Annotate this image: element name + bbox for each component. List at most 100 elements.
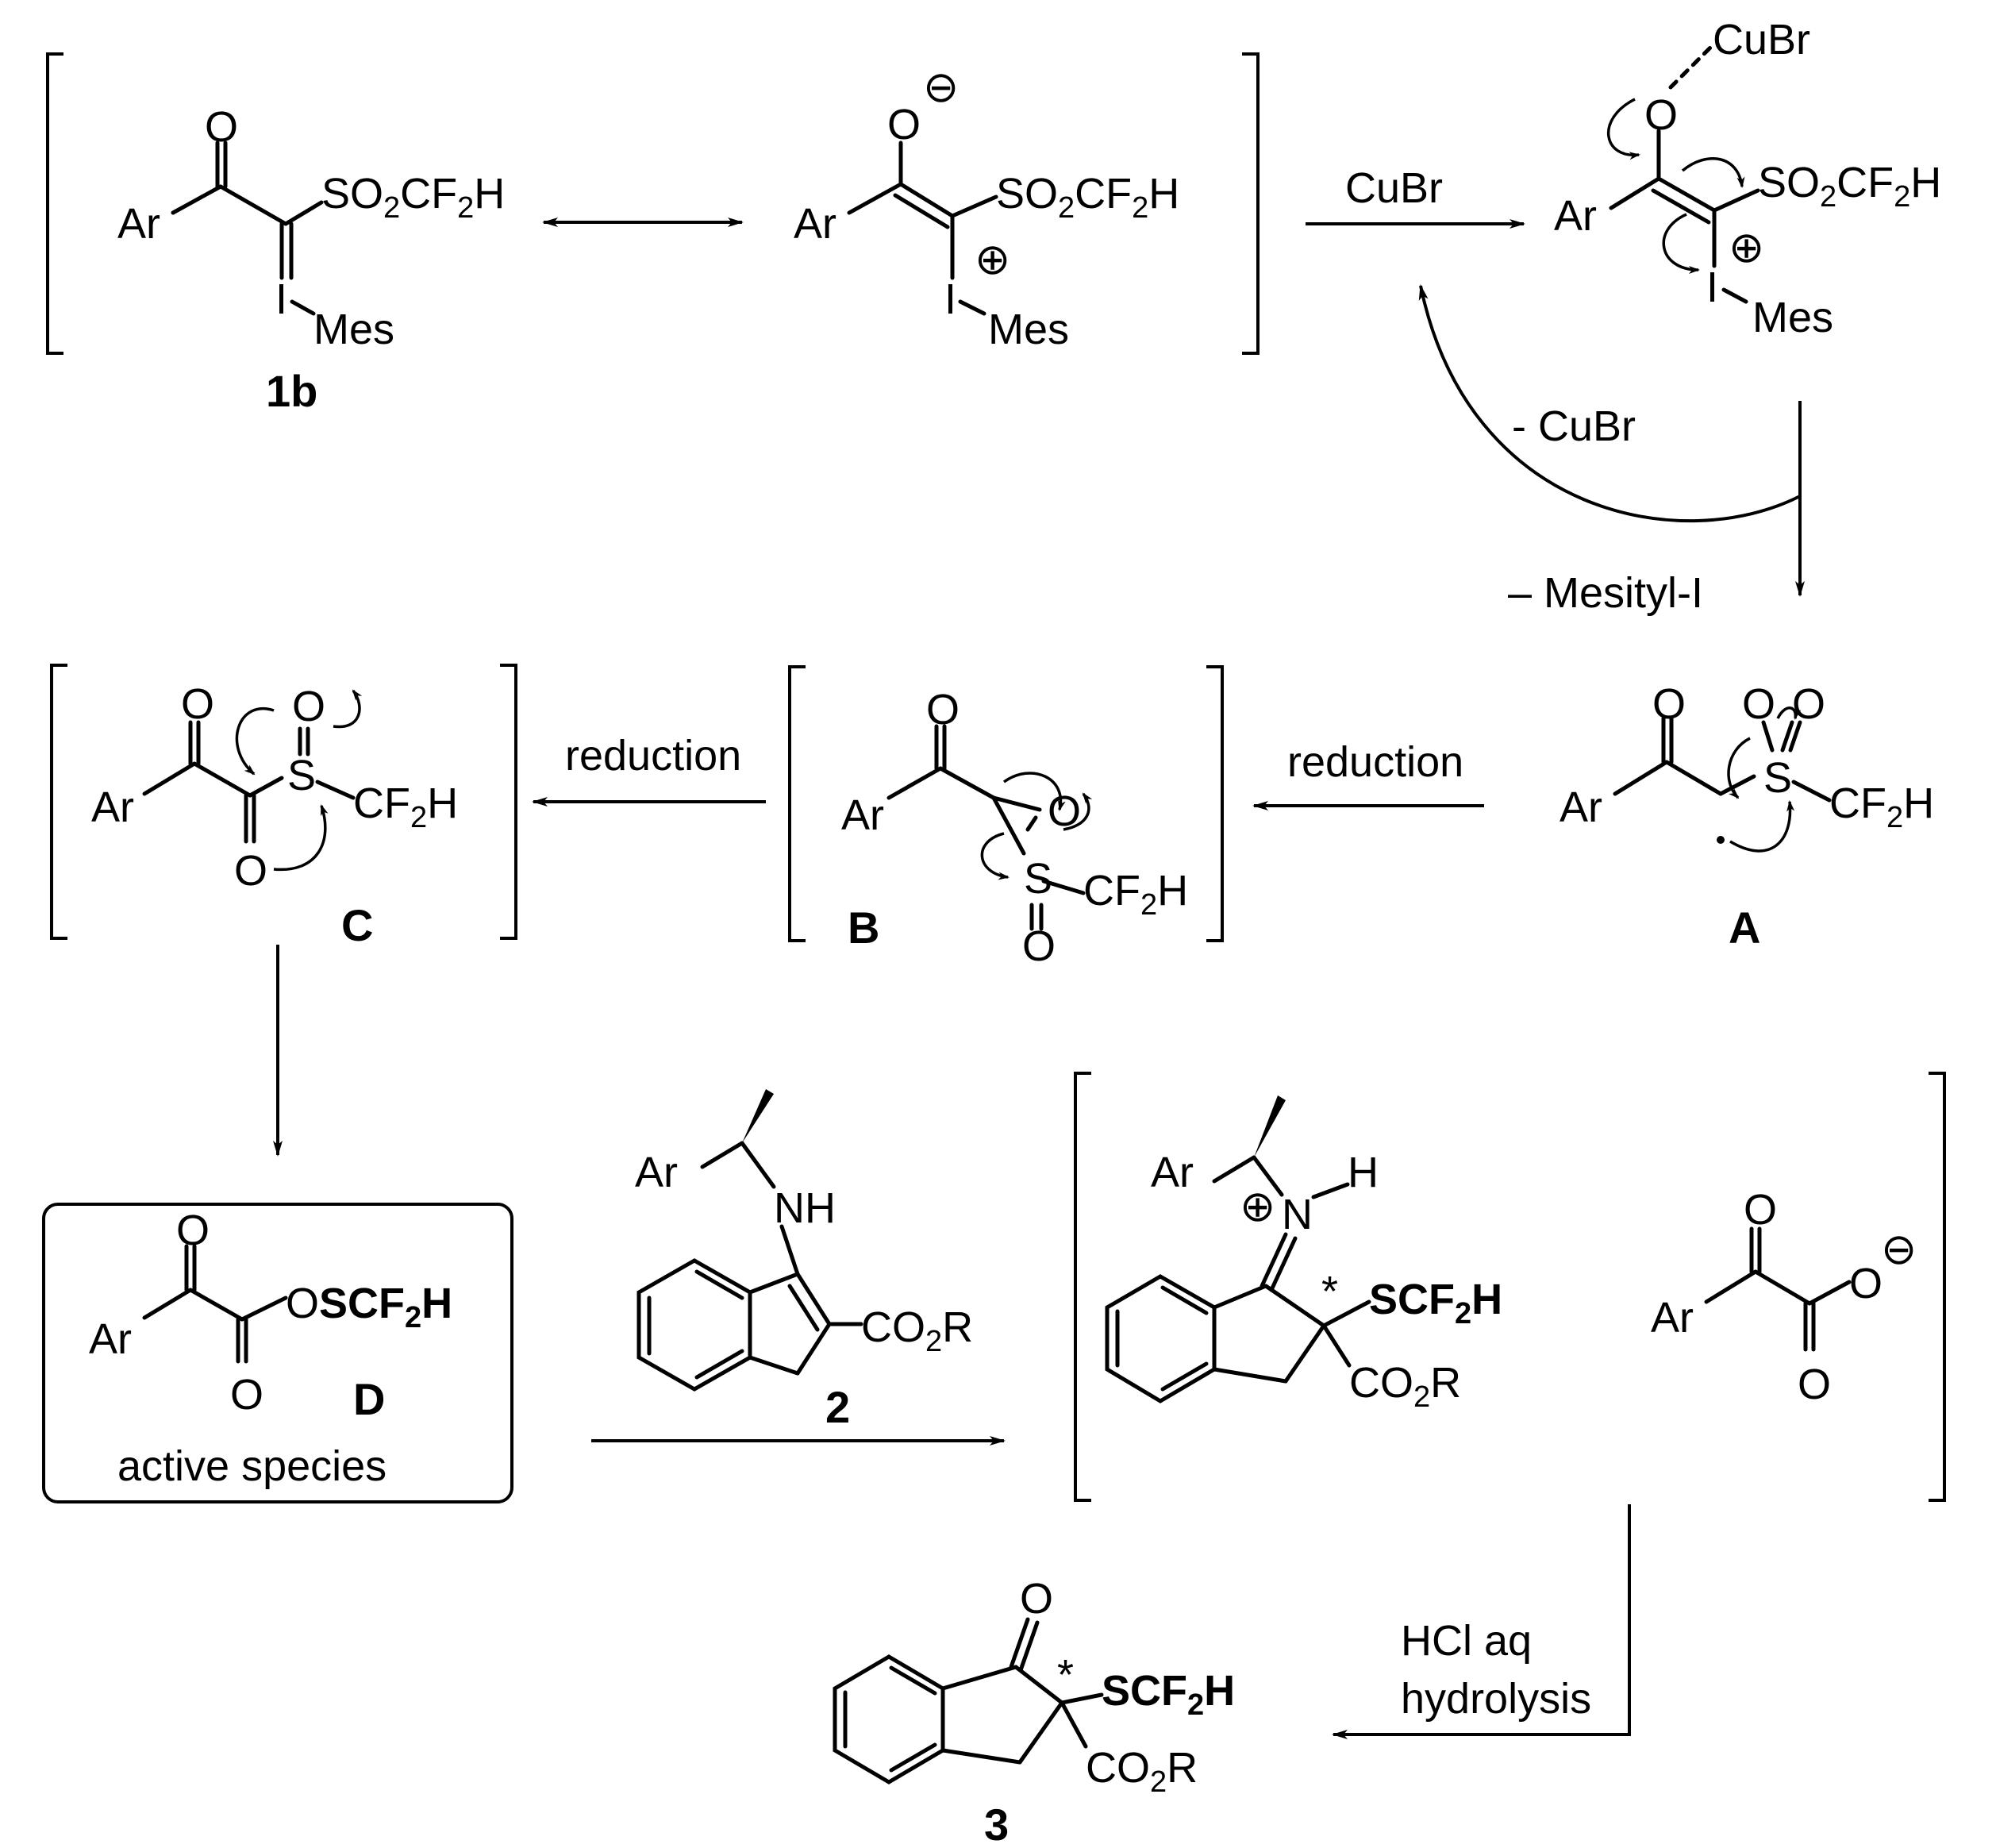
oxygen-label: O <box>1792 680 1825 728</box>
scf2h-label: SCF2H <box>1369 1276 1502 1330</box>
structure-cubr-complex: Ar O CuBr SO2CF2H I ⊕ Mes <box>1554 16 1941 341</box>
cubr-label: CuBr <box>1713 16 1810 64</box>
curly-arrow <box>235 707 275 776</box>
co2r-label: CO2R <box>861 1303 973 1358</box>
structure-3: O * SCF2H CO2R 3 <box>833 1575 1235 1848</box>
curly-arrow <box>273 804 329 872</box>
oxygen-label: O <box>205 103 238 151</box>
wedge-bond <box>1254 1095 1286 1157</box>
cf2h-label: CF2H <box>1829 780 1934 834</box>
sulfur-label: S <box>1763 754 1792 802</box>
oxygen-label: O <box>181 680 214 728</box>
bracket-C <box>50 664 517 940</box>
ar-label: Ar <box>1554 192 1597 240</box>
structure-A: Ar O O O S CF2H A <box>1559 680 1934 953</box>
iodine-label: I <box>275 275 287 323</box>
reduction-condition: reduction <box>565 732 741 780</box>
curly-arrow <box>1727 737 1751 799</box>
ar-label: Ar <box>1151 1149 1194 1196</box>
sulfur-label: S <box>1024 855 1052 903</box>
active-species-caption: active species <box>117 1442 387 1490</box>
scf2h-label: SCF2H <box>1102 1667 1235 1722</box>
curly-arrow <box>333 689 363 729</box>
ar-label: Ar <box>635 1149 678 1196</box>
ar-label: Ar <box>841 791 884 839</box>
minus-mesityl-condition: – Mesityl-I <box>1508 569 1703 617</box>
oxygen-label: O <box>1742 680 1775 728</box>
oxygen-label: O <box>926 686 960 733</box>
reduction-condition: reduction <box>1287 738 1463 786</box>
minus-cubr-condition: - CuBr <box>1512 402 1636 450</box>
curly-arrow <box>1063 792 1093 831</box>
structure-C: Ar O O S O CF2H C <box>91 680 458 950</box>
oxygen-label: O <box>1644 91 1678 139</box>
mes-label: Mes <box>313 306 394 353</box>
so2cf2h-label: SO2CF2H <box>321 170 505 225</box>
curly-arrow <box>1662 213 1700 274</box>
oxygen-label: O <box>230 1371 263 1419</box>
structure-enolate-iodonium: Ar O ⊖ SO2CF2H I ⊕ Mes <box>794 64 1179 353</box>
nitrogen-label: N <box>1282 1191 1313 1238</box>
structure-1b: Ar O SO2CF2H I Mes 1b <box>117 103 505 416</box>
curly-arrow <box>980 832 1010 880</box>
oxygen-label: O <box>1020 1575 1053 1623</box>
minus-charge-icon: ⊖ <box>923 64 959 111</box>
resonance-bracket <box>46 52 1260 355</box>
bracket-B <box>788 665 1224 942</box>
curly-arrow <box>1681 157 1745 188</box>
stereocenter-star: * <box>1321 1268 1338 1315</box>
oxygen-label: O <box>1652 680 1686 728</box>
cf2h-label: CF2H <box>1083 867 1188 922</box>
wedge-bond <box>742 1089 774 1143</box>
compound-label-A: A <box>1729 903 1760 953</box>
oxygen-label: O <box>1048 787 1081 835</box>
ar-label: Ar <box>89 1315 132 1363</box>
oxygen-label: O <box>1022 922 1056 970</box>
oxygen-label: O <box>1798 1361 1831 1408</box>
co2r-label: CO2R <box>1086 1744 1198 1799</box>
plus-charge-icon: ⊕ <box>1729 224 1764 271</box>
catalytic-cycle: - CuBr – Mesityl-I <box>1418 284 1805 617</box>
hydrogen-label: H <box>1348 1149 1379 1196</box>
oscf2h-label: OSCF2H <box>286 1280 452 1334</box>
minus-charge-icon: ⊖ <box>1881 1226 1917 1273</box>
curly-arrow <box>1776 706 1802 720</box>
oxygen-label: O <box>1744 1186 1777 1234</box>
so2cf2h-label: SO2CF2H <box>996 170 1179 225</box>
oxygen-label: O <box>234 847 267 895</box>
so2cf2h-label: SO2CF2H <box>1758 159 1941 214</box>
bracket-iminium-salt <box>1074 1072 1946 1502</box>
cf2h-label: CF2H <box>353 780 458 834</box>
curly-arrow <box>1606 98 1640 160</box>
hydrolysis-arrow <box>1332 1504 1631 1739</box>
active-species-box: Ar O O OSCF2H D active species <box>42 1203 513 1503</box>
structure-2: Ar NH CO2R 2 <box>635 1089 973 1432</box>
compound-label-1b: 1b <box>266 366 317 416</box>
compound-label-2: 2 <box>825 1382 850 1432</box>
hydrolysis-condition: hydrolysis <box>1401 1675 1591 1723</box>
curly-arrow <box>1729 800 1795 853</box>
ar-label: Ar <box>1559 783 1602 831</box>
oxygen-label: O <box>176 1207 210 1254</box>
mes-label: Mes <box>1752 294 1833 341</box>
radical-dot <box>1717 836 1725 844</box>
oxygen-label: O <box>887 101 921 148</box>
ar-label: Ar <box>117 200 160 248</box>
iodine-label: I <box>1706 264 1718 311</box>
nh-label: NH <box>774 1184 836 1232</box>
hcl-condition: HCl aq <box>1401 1617 1532 1665</box>
plus-charge-icon: ⊕ <box>975 236 1010 283</box>
ar-label: Ar <box>1651 1294 1694 1342</box>
mes-label: Mes <box>988 306 1069 353</box>
compound-label-C: C <box>341 900 373 950</box>
structure-B: Ar O O S O CF2H B <box>841 686 1188 970</box>
iodine-label: I <box>944 275 956 323</box>
compound-label-D: D <box>353 1374 385 1424</box>
sulfur-label: S <box>287 752 316 799</box>
oxygen-label: O <box>292 683 325 730</box>
ar-label: Ar <box>794 200 836 248</box>
plus-charge-icon: ⊕ <box>1240 1183 1275 1230</box>
cubr-condition: CuBr <box>1345 164 1443 212</box>
structure-glyoxylate-anion: Ar O O ⊖ O <box>1651 1186 1917 1408</box>
